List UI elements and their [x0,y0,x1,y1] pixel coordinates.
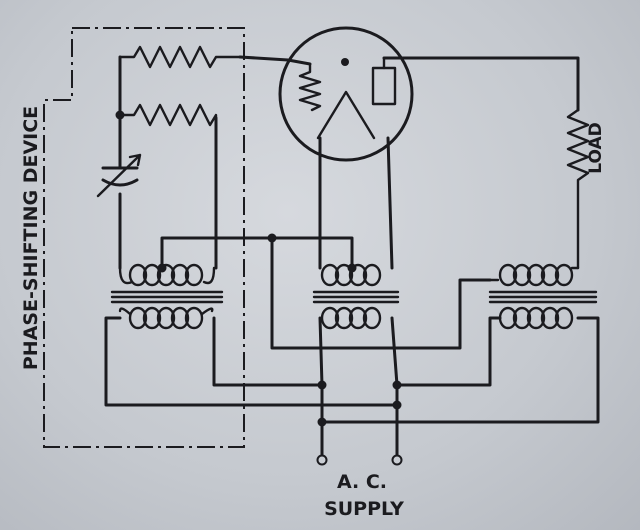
t1-left-output [104,316,399,407]
terminal-icon [391,454,403,466]
transformer-icon [488,263,598,330]
transformer-icon [110,263,224,330]
resistor-icon [118,45,242,69]
tube-heater-resistor [298,62,322,112]
resistor-icon [566,108,590,270]
tube-anode-rect [371,66,397,106]
t3-right-output [320,316,600,424]
tube-cathode-triangle [316,90,376,140]
variable-capacitor-arrow [96,153,142,198]
tube-right-leg [386,136,394,270]
resistor-icon [118,103,218,127]
phase-shifting-device-boundary [43,27,245,448]
t3-left-output [395,316,502,387]
center-tap-dot [347,263,357,273]
tube-to-load-wire [382,56,580,112]
t1-right-output [212,316,324,387]
junction-dot [317,417,327,427]
center-tap-wire [160,236,354,270]
supply-label-line2: SUPPLY [324,498,404,520]
transformer-icon [312,263,400,330]
variable-capacitor-icon [101,166,139,187]
junction-dot [392,380,402,390]
terminal-icon [316,454,328,466]
tap-to-lower-wire [270,236,492,350]
tube-grid-dot [341,58,349,66]
junction-dot [115,110,125,120]
load-label: LOAD [586,122,606,174]
junction-dot [317,380,327,390]
phase-shifting-device-label: PHASE-SHIFTING DEVICE [20,106,42,370]
tube-icon [278,26,414,162]
junction-dot [392,400,402,410]
supply-label-line1: A. C. [337,471,387,493]
r1-to-tube-wire [238,55,312,66]
